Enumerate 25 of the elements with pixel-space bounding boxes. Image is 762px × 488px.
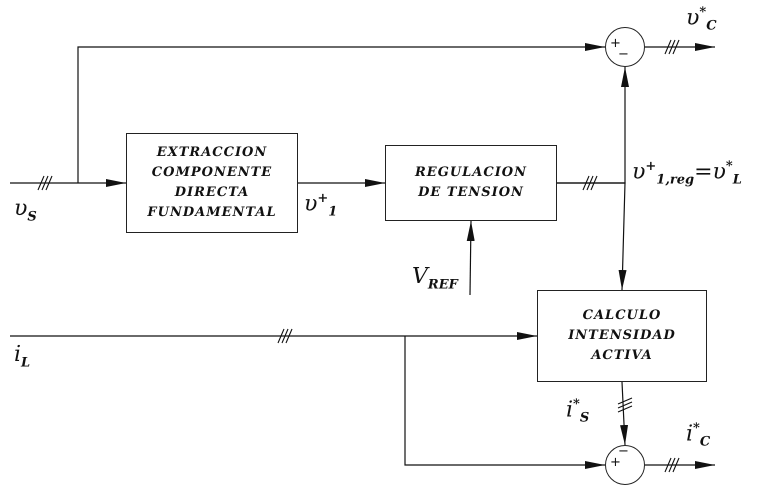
arrow	[77, 43, 605, 183]
process-block	[126, 133, 298, 233]
summing-junction	[605, 27, 645, 67]
arrow	[620, 382, 628, 446]
block-label: CALCULO INTENSIDAD ACTIVA	[567, 306, 677, 366]
sign: −	[618, 445, 629, 458]
sign: +	[610, 456, 621, 469]
sign: +	[610, 37, 621, 50]
arrow	[10, 179, 126, 187]
arrow	[298, 179, 385, 187]
process-block	[537, 290, 707, 382]
arrow	[10, 332, 537, 340]
arrow	[645, 461, 715, 469]
signal-label: υ$_{S}$	[14, 198, 37, 224]
block-label: REGULACION DE TENSION	[415, 164, 528, 202]
process-block	[385, 145, 557, 221]
arrow	[645, 43, 715, 51]
signal-label: V$_{REF}$	[412, 266, 458, 292]
sign: −	[618, 48, 629, 61]
arrow	[404, 336, 605, 469]
block-label: EXTRACCION COMPONENTE DIRECTA FUNDAMENTAL	[146, 144, 278, 222]
arrow	[557, 182, 627, 290]
summing-junction	[605, 445, 645, 485]
arrow	[466, 221, 475, 295]
signal-label: i$_{L}$	[14, 344, 30, 370]
